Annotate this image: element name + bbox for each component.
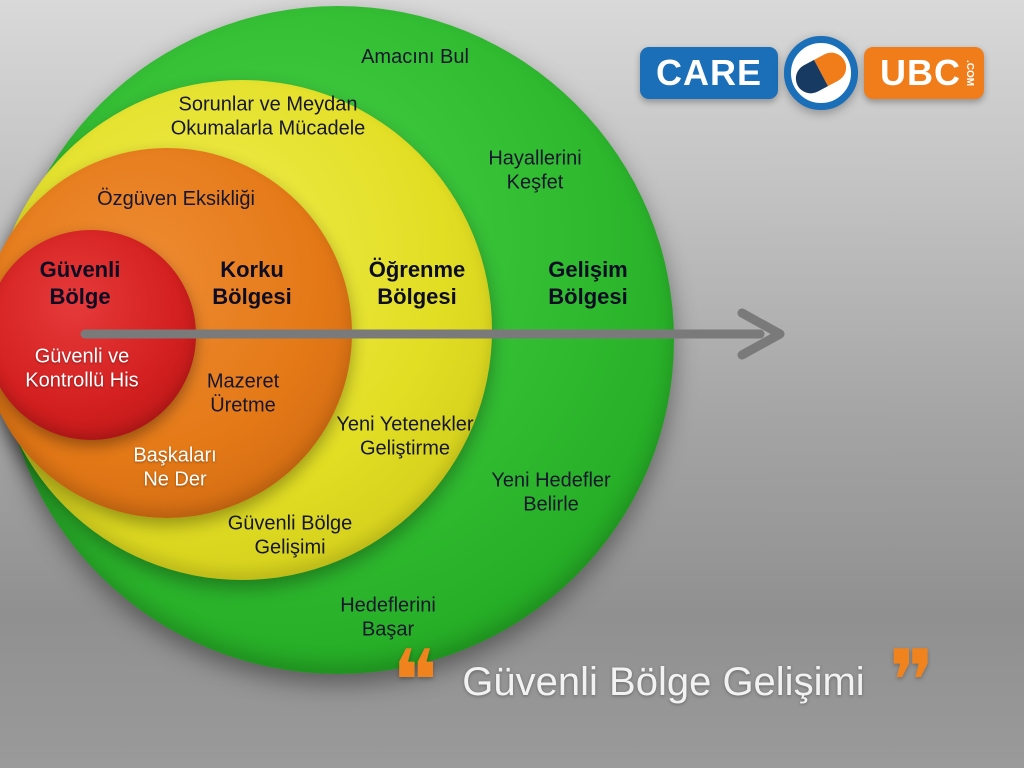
learning-zone-title: Öğrenme Bölgesi	[368, 257, 466, 309]
logo-ubc-box: UBC .COM	[864, 47, 985, 99]
footer-quote: ❝ Güvenli Bölge Gelişimi ❞	[392, 632, 935, 732]
footer-quote-text: Güvenli Bölge Gelişimi	[462, 659, 865, 704]
learning-label-challenges: Sorunlar ve Meydan Okumalarla Mücadele	[170, 93, 366, 140]
learning-label-new-skills: Yeni Yetenekler Geliştirme	[336, 413, 474, 460]
logo-com-text: .COM	[964, 59, 976, 87]
fear-zone-title: Korku Bölgesi	[212, 257, 292, 309]
care-ubc-logo: CARE UBC .COM	[640, 34, 985, 112]
close-quote-icon: ❞	[888, 632, 935, 732]
growth-label-achieve-goals: Hedeflerini Başar	[340, 594, 436, 641]
growth-label-discover-dreams: Hayallerini Keşfet	[488, 147, 582, 194]
pill-icon	[783, 35, 859, 111]
fear-label-lack-confidence: Özgüven Eksikliği	[97, 187, 255, 210]
safe-label-feel-in-control: Güvenli ve Kontrollü His	[25, 345, 139, 392]
growth-zone-title: Gelişim Bölgesi	[548, 257, 628, 309]
safe-zone-title: Güvenli Bölge	[39, 257, 121, 309]
logo-care-box: CARE	[640, 47, 779, 99]
learning-label-zone-growth: Güvenli Bölge Gelişimi	[227, 512, 353, 559]
fear-label-others-opinions: Başkaları Ne Der	[133, 444, 217, 491]
growth-label-new-goals: Yeni Hedefler Belirle	[491, 469, 611, 516]
growth-label-find-purpose: Amacını Bul	[361, 45, 469, 68]
fear-label-excuses: Mazeret Üretme	[206, 370, 280, 417]
open-quote-icon: ❝	[392, 632, 439, 732]
logo-care-text: CARE	[656, 52, 763, 93]
logo-ubc-text: UBC	[880, 52, 962, 93]
